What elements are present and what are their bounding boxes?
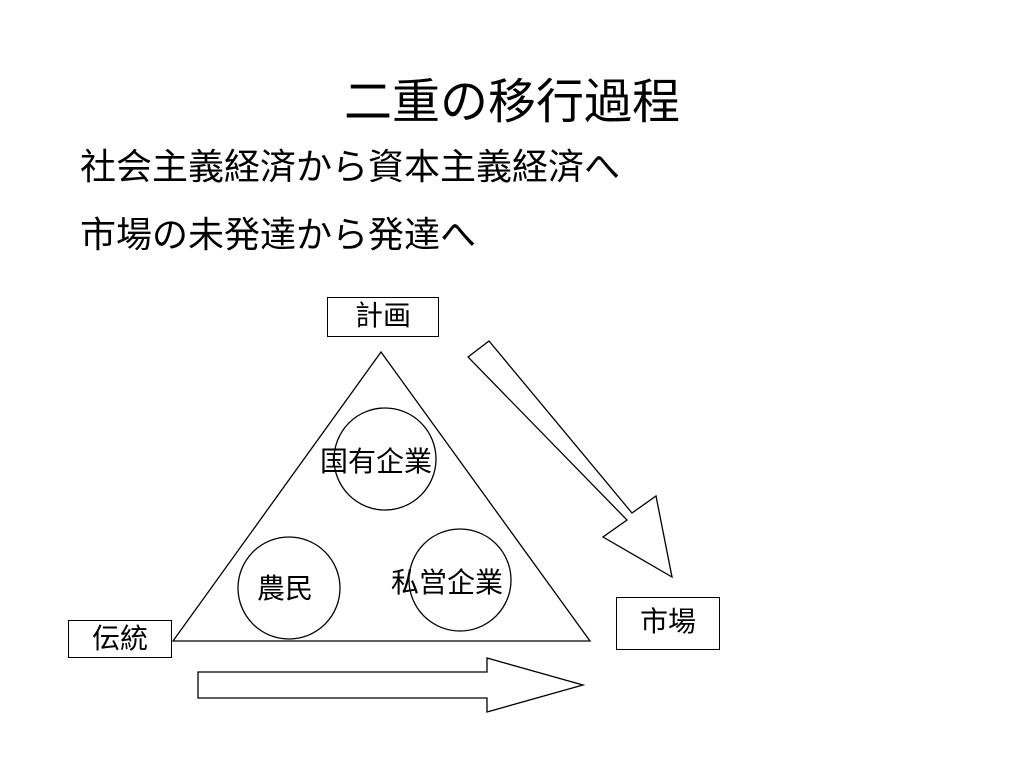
label-private-enterprise: 私営企業 (391, 566, 504, 599)
circle-state-owned-enterprise (333, 407, 437, 511)
vertex-plan-box: 計画 (327, 297, 439, 337)
circle-private-enterprise (408, 528, 512, 632)
label-state-owned-enterprise: 国有企業 (320, 445, 433, 478)
circle-farmers (237, 536, 341, 640)
triangle (171, 350, 592, 642)
bullet-market-development: 市場の未発達から発達へ (80, 215, 477, 256)
bullet-capitalism-transition: 社会主義経済から資本主義経済へ (80, 147, 621, 188)
label-farmers: 農民 (257, 572, 314, 605)
slide-title: 二重の移行過程 (343, 74, 680, 130)
horizontal-arrow (197, 657, 586, 713)
vertex-tradition-box: 伝統 (68, 620, 172, 658)
diagonal-arrow (467, 340, 673, 579)
vertex-market-box: 市場 (616, 597, 720, 650)
